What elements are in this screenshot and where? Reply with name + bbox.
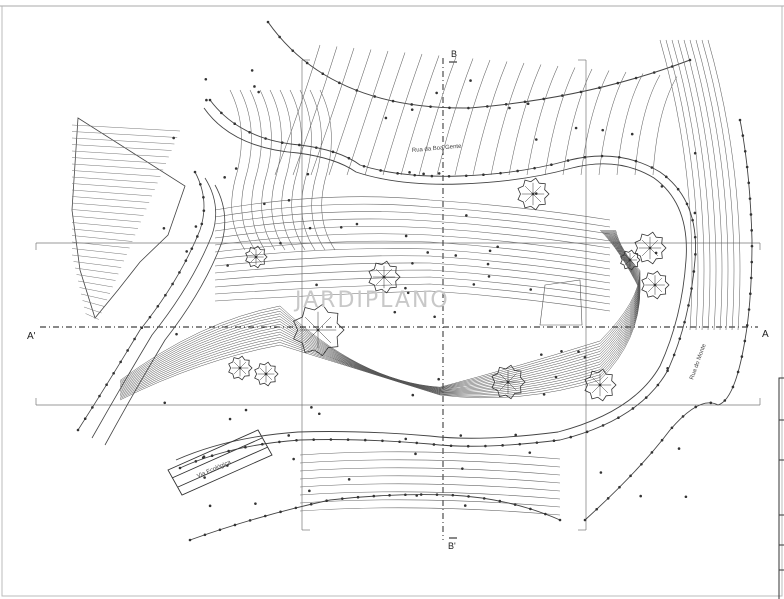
eco-strip-label: Via Ecológica [196, 459, 232, 479]
central-plateau [539, 279, 583, 326]
survey-points [76, 20, 754, 542]
title-block [778, 377, 784, 599]
contour-lines [214, 39, 741, 516]
tree-group [228, 177, 670, 402]
outer-road-arc [267, 21, 691, 109]
upper-road [175, 99, 696, 469]
right-road-label: Rua do Monte [689, 343, 708, 381]
hatch-lines [71, 124, 181, 320]
section-label-a-left: A' [27, 331, 36, 342]
lower-road [189, 119, 753, 541]
upper-road-label: Rua da Boa Gente [412, 144, 463, 154]
section-label-b-bottom: B' [448, 541, 456, 551]
terraced-slope [119, 229, 641, 401]
section-label-a-right: A [762, 329, 769, 340]
section-label-b-top: B [451, 49, 457, 59]
watermark: JARDIPLANO [293, 288, 450, 313]
grid-frame [35, 59, 761, 531]
eco-strip [167, 429, 273, 496]
hatched-embankment [71, 117, 186, 319]
left-ramp [77, 171, 226, 446]
